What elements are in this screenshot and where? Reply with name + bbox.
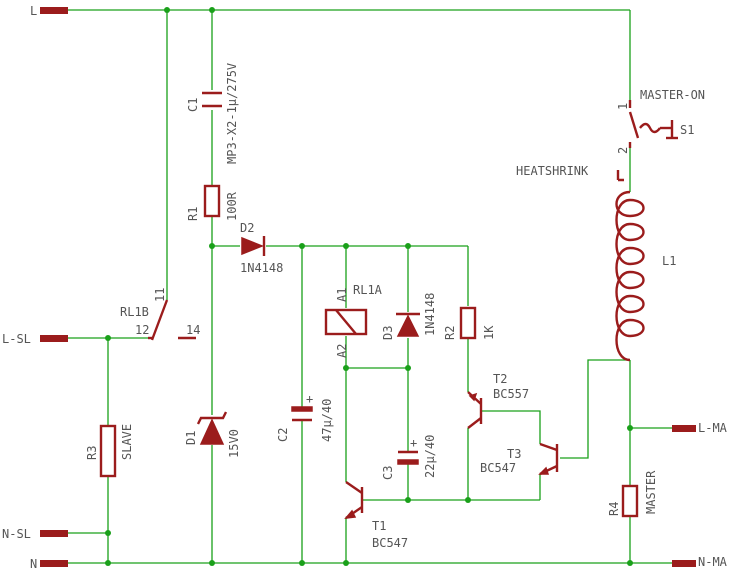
junction-dot — [405, 243, 411, 249]
port-l-sl-label: L-SL — [2, 332, 31, 346]
port-l-ma-label: L-MA — [698, 421, 728, 435]
transistor-t3: T3 BC547 — [480, 442, 559, 476]
r4-name: R4 — [607, 502, 621, 516]
rl1b-pin14: 14 — [186, 323, 200, 337]
junction-dot — [299, 560, 305, 566]
junction-dot — [209, 7, 215, 13]
s1-pin2: 2 — [616, 147, 630, 154]
r1-value: 100R — [225, 191, 239, 221]
switch-s1: MASTER-ON S1 1 2 — [616, 88, 705, 154]
resistor-r2: R2 1K — [443, 306, 496, 340]
wires — [68, 9, 672, 564]
l1-name: L1 — [662, 254, 676, 268]
junction-dot — [343, 560, 349, 566]
t1-name: T1 — [372, 519, 386, 533]
rl1b-pin12: 12 — [135, 323, 149, 337]
d1-value: 15V0 — [227, 429, 241, 458]
junction-dot — [343, 365, 349, 371]
t2-name: T2 — [493, 372, 507, 386]
transistor-t1: T1 BC547 — [344, 481, 408, 550]
c3-value: 22µ/40 — [423, 435, 437, 478]
ports: L L-SL N-SL N L-MA N-MA — [2, 4, 728, 571]
relay-coil-rl1a: RL1A A1 A2 — [324, 283, 383, 358]
c2-value: 47µ/40 — [320, 399, 334, 442]
t3-name: T3 — [507, 447, 521, 461]
junction-dot — [164, 7, 170, 13]
t3-value: BC547 — [480, 461, 516, 475]
r4-value: MASTER — [644, 470, 658, 514]
c2-polarity: + — [306, 392, 313, 406]
junction-dot — [627, 425, 633, 431]
d3-value: 1N4148 — [423, 293, 437, 336]
port-n-pad — [40, 560, 68, 567]
r3-value: SLAVE — [120, 424, 134, 460]
s1-value: MASTER-ON — [640, 88, 705, 102]
junction-dot — [105, 530, 111, 536]
port-n-sl-label: N-SL — [2, 527, 31, 541]
zener-d1: D1 15V0 — [184, 411, 241, 458]
junction-dot — [209, 243, 215, 249]
junction-dot — [299, 243, 305, 249]
c1-value: MP3-X2-1µ/275V — [225, 63, 239, 164]
port-n-ma-label: N-MA — [698, 555, 728, 569]
port-n-ma-pad — [672, 560, 696, 567]
d3-name: D3 — [381, 326, 395, 340]
junction-dot — [343, 243, 349, 249]
d2-value: 1N4148 — [240, 261, 283, 275]
c3-polarity: + — [410, 436, 417, 450]
capacitor-c3: + C3 22µ/40 — [381, 435, 437, 480]
rl1b-pin11: 11 — [153, 288, 167, 302]
rl1a-pin-a1: A1 — [335, 288, 349, 302]
c1-name: C1 — [186, 98, 200, 112]
diode-d2: D2 1N4148 — [240, 221, 283, 275]
r3-name: R3 — [85, 446, 99, 460]
junction-dot — [105, 560, 111, 566]
capacitor-c1: C1 MP3-X2-1µ/275V — [186, 63, 239, 164]
port-n-label: N — [30, 557, 37, 571]
junction-dot — [405, 497, 411, 503]
t1-value: BC547 — [372, 536, 408, 550]
resistor-r1: R1 100R — [186, 184, 239, 221]
junction-dot — [105, 335, 111, 341]
resistor-r3: R3 SLAVE — [85, 424, 134, 478]
transistor-t2: T2 BC557 — [467, 372, 529, 429]
port-l-sl-pad — [40, 335, 68, 342]
junction-dot — [627, 560, 633, 566]
r2-name: R2 — [443, 326, 457, 340]
inductor-l1: HEATSHRINK L1 — [516, 164, 676, 362]
d1-name: D1 — [184, 431, 198, 445]
c2-name: C2 — [276, 428, 290, 442]
rl1a-pin-a2: A2 — [335, 344, 349, 358]
c3-name: C3 — [381, 466, 395, 480]
diode-d3: D3 1N4148 — [381, 293, 437, 340]
rl1a-name: RL1A — [353, 283, 383, 297]
relay-contact-rl1b: RL1B 11 12 14 — [120, 288, 200, 341]
junction-dot — [209, 560, 215, 566]
capacitor-c2: + C2 47µ/40 — [276, 392, 334, 442]
wire-l1-t3-base — [560, 359, 630, 459]
port-n-sl-pad — [40, 530, 68, 537]
port-l-pad — [40, 7, 68, 14]
s1-name: S1 — [680, 123, 694, 137]
rl1b-name: RL1B — [120, 305, 149, 319]
s1-pin1: 1 — [616, 103, 630, 110]
junction-dot — [405, 365, 411, 371]
junctions — [105, 7, 633, 566]
r2-value: 1K — [482, 325, 496, 340]
l1-note: HEATSHRINK — [516, 164, 589, 178]
wire-t2-t3 — [480, 410, 541, 444]
resistor-r4: R4 MASTER — [607, 470, 658, 518]
port-l-ma-pad — [672, 425, 696, 432]
port-l-label: L — [30, 4, 37, 18]
junction-dot — [465, 497, 471, 503]
r1-name: R1 — [186, 207, 200, 221]
d2-name: D2 — [240, 221, 254, 235]
t2-value: BC557 — [493, 387, 529, 401]
